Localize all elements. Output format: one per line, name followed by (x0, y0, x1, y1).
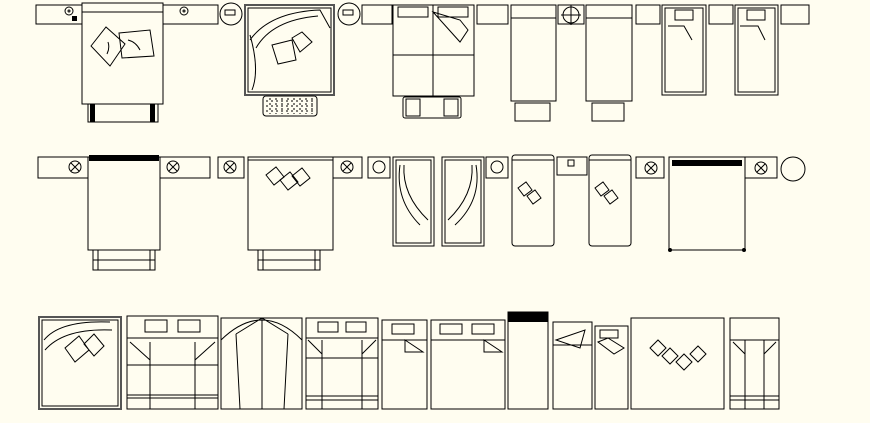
double-bed (305, 317, 379, 410)
pillow-icon (64, 333, 105, 363)
nightstand (708, 4, 734, 25)
nightstand (367, 156, 391, 179)
nightstand (35, 4, 83, 25)
nightstand (744, 156, 778, 179)
nightstand (332, 156, 363, 179)
single-bed (552, 321, 593, 410)
pillow-icon (90, 26, 155, 67)
single-bed (594, 325, 629, 410)
row-3 (38, 311, 780, 410)
lamp-table (337, 2, 361, 26)
pillow-icon (265, 166, 311, 191)
twin-bed (392, 156, 435, 247)
double-bed (81, 2, 164, 123)
nightstand (635, 4, 661, 25)
row-1 (35, 2, 810, 123)
double-bed (247, 156, 334, 271)
square-bed (630, 317, 725, 410)
nightstand (476, 4, 509, 25)
double-bed (430, 319, 506, 410)
row-2 (37, 154, 806, 271)
nightstand (162, 4, 219, 25)
nightstand (780, 4, 810, 25)
nightstand (485, 156, 509, 179)
nightstand (635, 156, 665, 179)
single-bed (510, 4, 557, 122)
lamp-table (219, 2, 243, 26)
double-bed (668, 156, 746, 252)
twin-bed (441, 156, 485, 247)
pillow-icon (649, 339, 707, 371)
single-bed (588, 154, 632, 247)
single-bed (381, 319, 428, 410)
double-bed (87, 155, 161, 271)
lamp (557, 4, 585, 25)
pillow-icon (271, 31, 313, 65)
single-bed (734, 4, 779, 96)
single-bed (511, 154, 555, 247)
canopy-bed (220, 317, 303, 410)
nightstand (361, 4, 393, 25)
single-bed (729, 317, 780, 410)
single-bed (661, 4, 707, 96)
double-bed (126, 315, 219, 410)
single-bed (507, 311, 549, 410)
square-bed-with-rug (244, 4, 335, 117)
double-bed-with-bench (392, 4, 475, 119)
square-bed (38, 316, 122, 410)
round-table (780, 156, 806, 182)
single-bed (585, 4, 633, 122)
box (556, 156, 588, 176)
nightstand (159, 156, 211, 179)
nightstand (217, 156, 245, 179)
nightstand (37, 156, 89, 179)
